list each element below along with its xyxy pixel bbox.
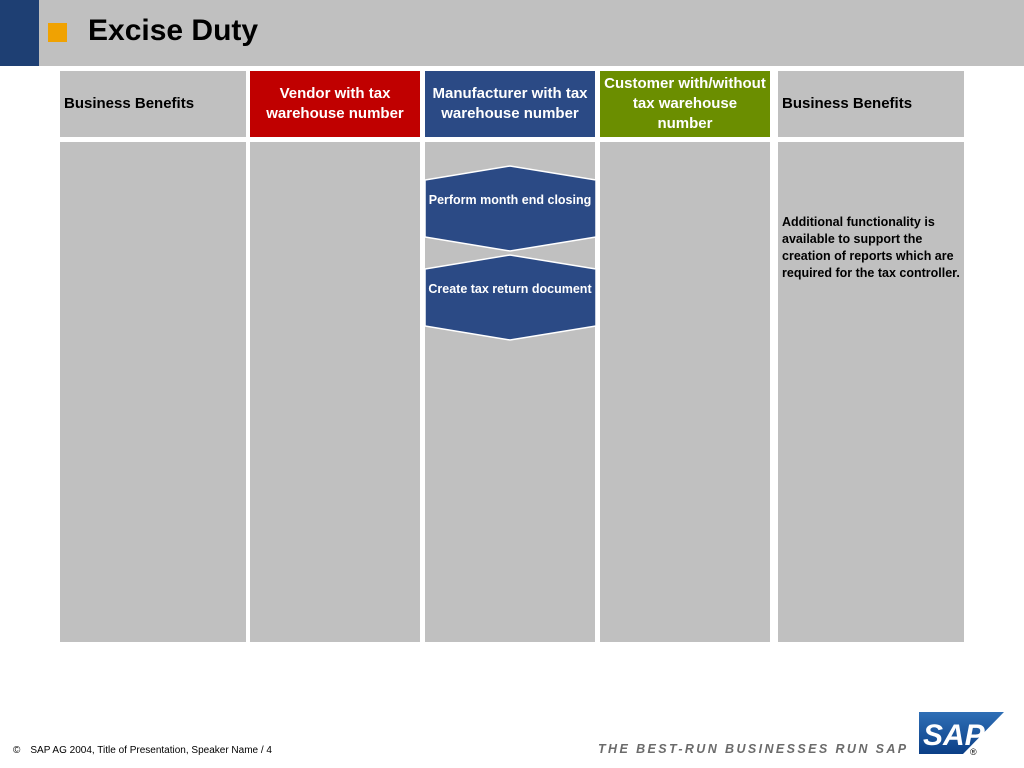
process-step-create-tax-return-document: Create tax return document: [428, 282, 592, 296]
business-benefit-description: Additional functionality is available to…: [782, 215, 960, 280]
header-accent-block: [0, 0, 39, 66]
column-header-customer: Customer with/without tax warehouse numb…: [600, 71, 770, 137]
header-band: [0, 0, 1024, 66]
column-header-business-benefits-right: Business Benefits: [778, 71, 964, 137]
lane-business-benefits-right: [778, 142, 964, 642]
copyright-icon: ©: [13, 745, 21, 756]
column-header-business-benefits-left: Business Benefits: [60, 71, 246, 137]
lane-customer: [600, 142, 770, 642]
page-title: Excise Duty: [88, 14, 259, 47]
column-header-vendor: Vendor with tax warehouse number: [250, 71, 420, 137]
column-header-manufacturer: Manufacturer with tax warehouse number: [425, 71, 595, 137]
process-step-shape-month-end: [425, 165, 597, 252]
title-bullet-square: [48, 23, 67, 42]
registered-mark: ®: [970, 747, 977, 757]
lane-vendor: [250, 142, 420, 642]
process-flow: [425, 165, 597, 341]
sap-logo: SAP ®: [919, 712, 1004, 757]
process-step-shape-tax-return: [425, 254, 597, 341]
footer-copyright-text: SAP AG 2004, Title of Presentation, Spea…: [30, 745, 272, 756]
footer-tagline: THE BEST-RUN BUSINESSES RUN SAP: [598, 742, 909, 756]
process-step-perform-month-end-closing: Perform month end closing: [428, 193, 592, 207]
footer-copyright: © SAP AG 2004, Title of Presentation, Spe…: [13, 745, 272, 756]
lane-business-benefits-left: [60, 142, 246, 642]
sap-logo-text: SAP: [923, 719, 986, 752]
